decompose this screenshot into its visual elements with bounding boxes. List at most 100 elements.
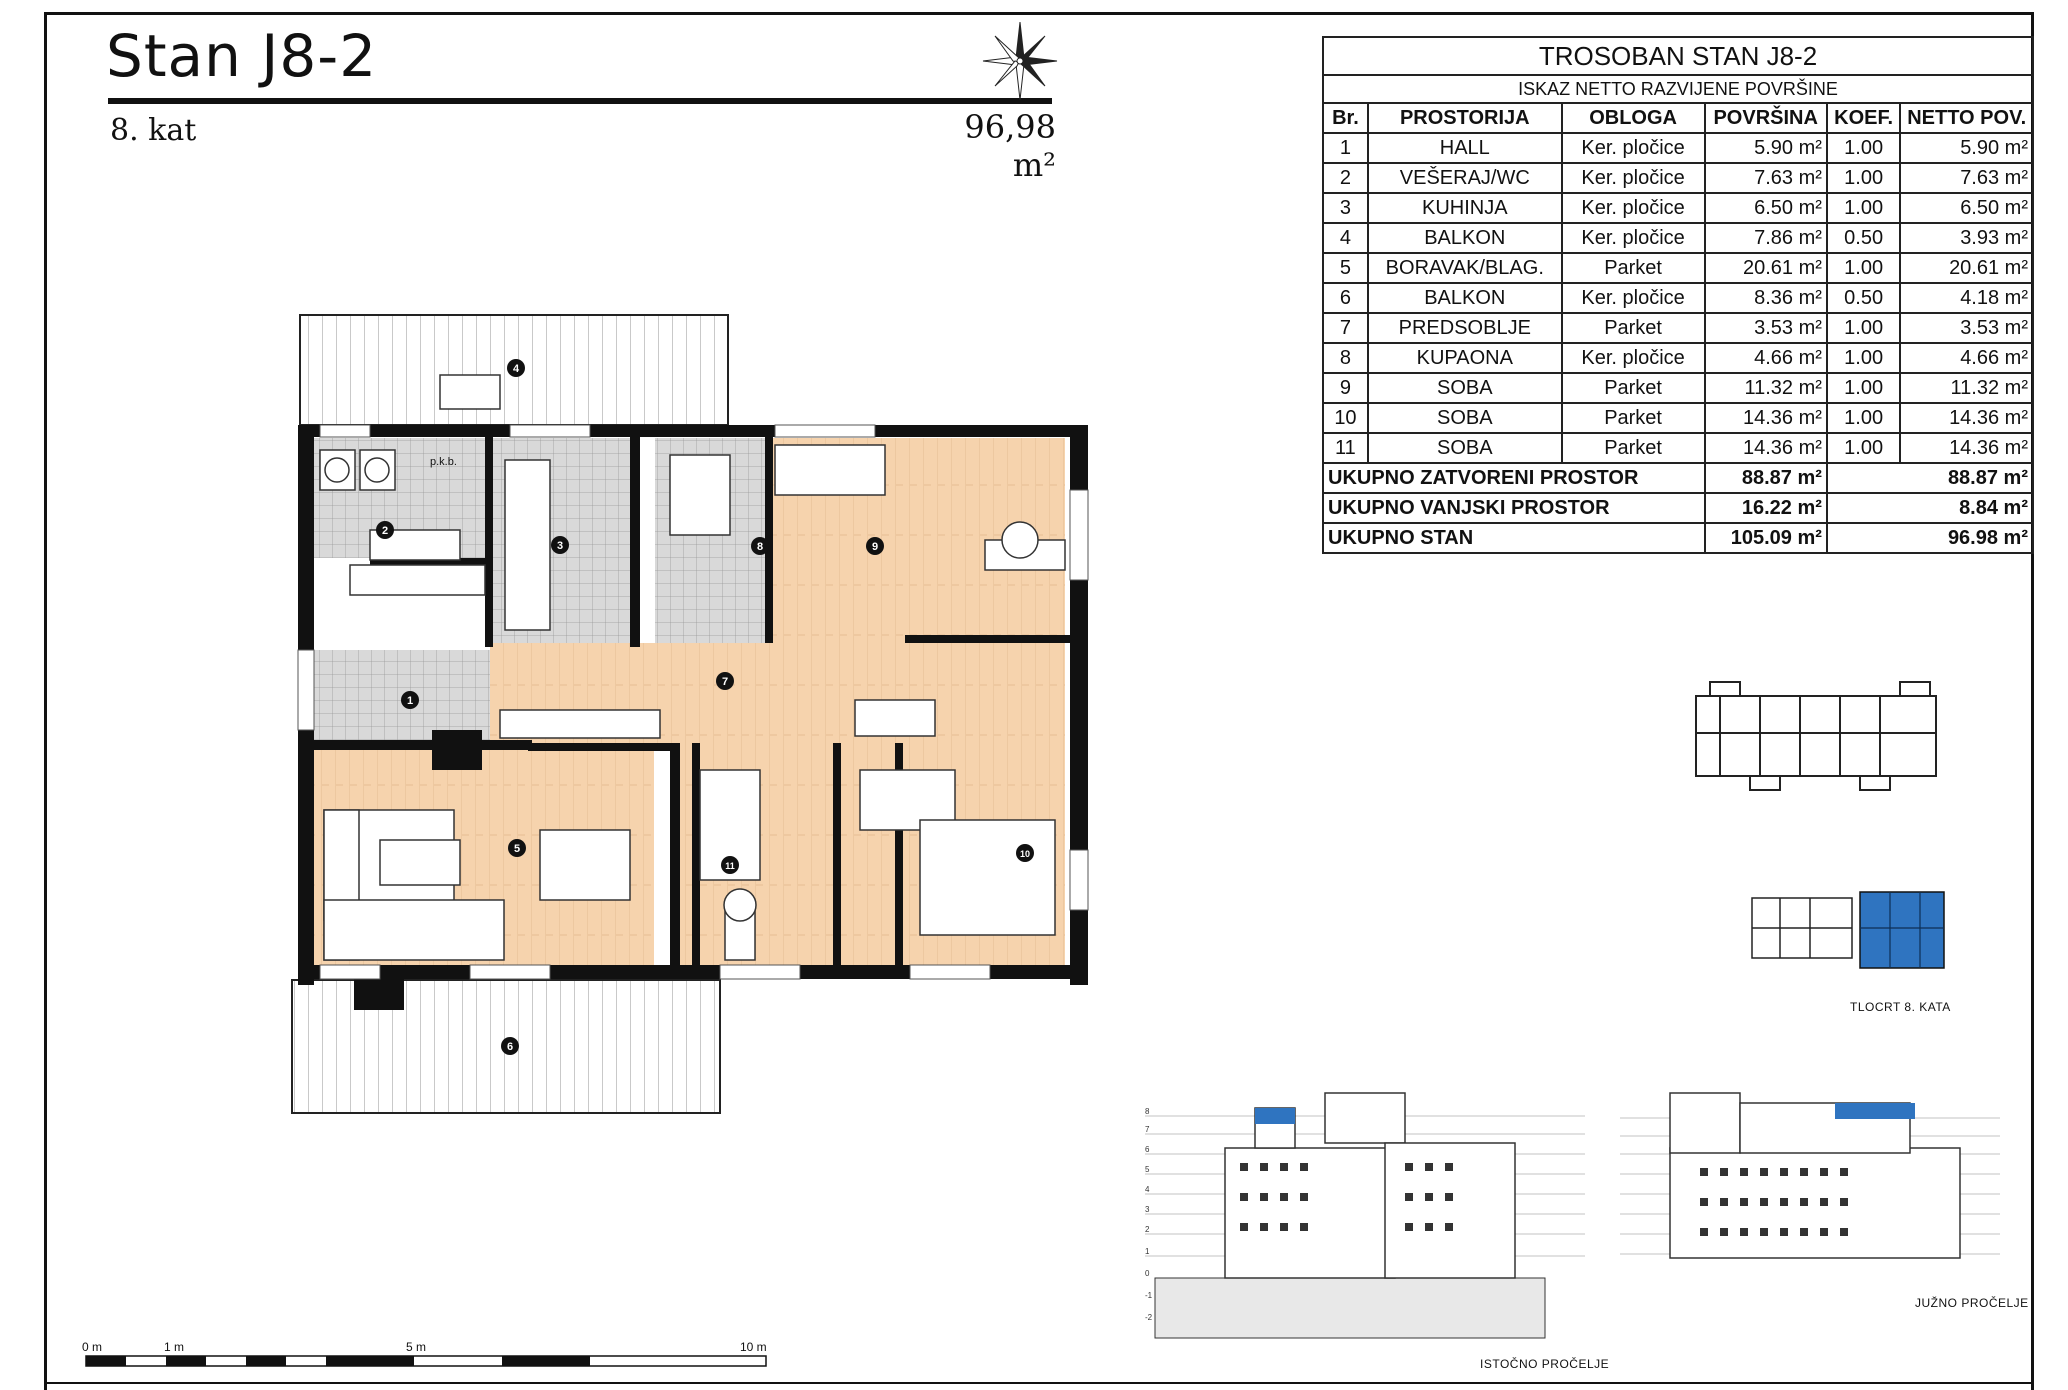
room-marker-8 <box>751 537 769 555</box>
row-finish: Ker. pločice <box>1560 282 1706 314</box>
room-number-2: 2 <box>382 525 388 537</box>
row-number: 9 <box>1322 372 1369 404</box>
east-elevation-caption: ISTOČNO PROČELJE <box>1480 1357 1610 1371</box>
col-header-room: PROSTORIJA <box>1366 102 1563 134</box>
elevation-level-label: 8 <box>1145 1107 1150 1116</box>
room-number-11: 11 <box>725 861 735 871</box>
total-label: UKUPNO ZATVORENI PROSTOR <box>1322 462 1706 494</box>
room-marker-9 <box>866 537 884 555</box>
floor-plan-caption: TLOCRT 8. KATA <box>1850 1000 1951 1014</box>
row-coef: 1.00 <box>1825 402 1902 434</box>
row-coef: 1.00 <box>1825 312 1902 344</box>
room-marker-4 <box>507 359 525 377</box>
row-finish: Ker. pločice <box>1560 342 1706 374</box>
row-finish: Parket <box>1560 402 1706 434</box>
room-marker-1 <box>401 691 419 709</box>
row-net: 14.36 m² <box>1899 432 2034 464</box>
highlighted-unit <box>1859 891 1945 969</box>
room-number-5: 5 <box>514 843 520 855</box>
row-room: KUHINJA <box>1366 192 1563 224</box>
row-finish: Ker. pločice <box>1560 192 1706 224</box>
row-net: 5.90 m² <box>1899 132 2034 164</box>
row-number: 10 <box>1322 402 1369 434</box>
row-net: 14.36 m² <box>1899 402 2034 434</box>
row-coef: 1.00 <box>1825 372 1902 404</box>
furniture <box>319 374 1066 961</box>
total-net: 88.87 m² <box>1825 462 2035 494</box>
apartment-area: 96,98 m² <box>964 108 1056 184</box>
room-marker-7 <box>716 672 734 690</box>
row-finish: Parket <box>1560 312 1706 344</box>
total-label: UKUPNO STAN <box>1322 522 1706 554</box>
row-number: 6 <box>1322 282 1369 314</box>
elevation-level-label: 4 <box>1145 1185 1150 1194</box>
north-arrow-icon <box>982 21 1058 101</box>
room-number-1: 1 <box>407 695 413 707</box>
east-highlighted-unit <box>1255 1108 1295 1124</box>
room-marker-2 <box>376 521 394 539</box>
page-title: Stan J8-2 <box>106 22 378 90</box>
row-net: 4.66 m² <box>1899 342 2034 374</box>
row-net: 7.63 m² <box>1899 162 2034 194</box>
key-plan-floor <box>1751 891 1945 969</box>
row-net: 3.93 m² <box>1899 222 2034 254</box>
row-number: 2 <box>1322 162 1369 194</box>
row-finish: Ker. pločice <box>1560 132 1706 164</box>
row-area: 11.32 m² <box>1703 372 1828 404</box>
col-header-area: POVRŠINA <box>1703 102 1828 134</box>
row-area: 14.36 m² <box>1703 432 1828 464</box>
frame-bottom-border <box>44 1382 2034 1384</box>
col-header-finish: OBLOGA <box>1560 102 1706 134</box>
row-coef: 1.00 <box>1825 162 1902 194</box>
row-number: 4 <box>1322 222 1369 254</box>
row-net: 11.32 m² <box>1899 372 2034 404</box>
row-room: VEŠERAJ/WC <box>1366 162 1563 194</box>
row-net: 4.18 m² <box>1899 282 2034 314</box>
row-finish: Parket <box>1560 432 1706 464</box>
row-number: 3 <box>1322 192 1369 224</box>
pkb-label: p.k.b. <box>430 456 457 468</box>
row-net: 20.61 m² <box>1899 252 2034 284</box>
row-coef: 1.00 <box>1825 252 1902 284</box>
col-header-coef: KOEF. <box>1825 102 1902 134</box>
row-room: BALKON <box>1366 282 1563 314</box>
row-area: 7.86 m² <box>1703 222 1828 254</box>
room-number-4: 4 <box>513 363 520 375</box>
room-marker-3 <box>551 536 569 554</box>
room-marker-5 <box>508 839 526 857</box>
row-finish: Parket <box>1560 372 1706 404</box>
row-area: 7.63 m² <box>1703 162 1828 194</box>
row-room: BORAVAK/BLAG. <box>1366 252 1563 284</box>
windows <box>297 424 1089 980</box>
total-label: UKUPNO VANJSKI PROSTOR <box>1322 492 1706 524</box>
room-marker-10 <box>1016 844 1034 862</box>
total-area: 16.22 m² <box>1703 492 1828 524</box>
row-room: KUPAONA <box>1366 342 1563 374</box>
south-elevation <box>1620 1092 2000 1259</box>
scale-label: 5 m <box>406 1340 426 1354</box>
row-area: 3.53 m² <box>1703 312 1828 344</box>
elevation-level-label: 5 <box>1145 1165 1150 1174</box>
elevation-level-label: 6 <box>1145 1145 1150 1154</box>
room-number-9: 9 <box>872 541 878 553</box>
col-header-net: NETTO POV. <box>1899 102 2034 134</box>
row-number: 11 <box>1322 432 1369 464</box>
room-number-10: 10 <box>1020 849 1030 859</box>
frame-top-border <box>44 12 2034 15</box>
room-marker-6 <box>501 1037 519 1055</box>
floor-label: 8. kat <box>110 113 197 148</box>
row-finish: Ker. pločice <box>1560 162 1706 194</box>
row-room: PREDSOBLJE <box>1366 312 1563 344</box>
frame-right-border <box>2031 12 2034 1390</box>
row-coef: 0.50 <box>1825 282 1902 314</box>
row-number: 7 <box>1322 312 1369 344</box>
